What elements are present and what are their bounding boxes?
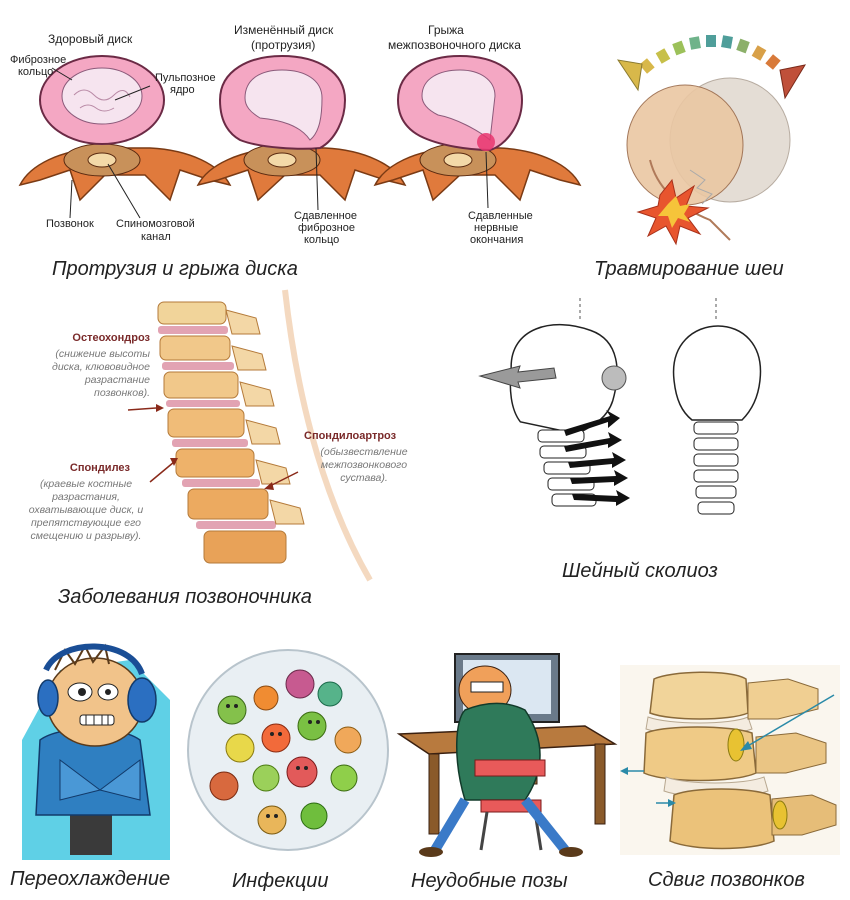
- hernia-disc: [373, 54, 582, 202]
- osteochondrosis-title: Остеохондроз: [72, 332, 150, 344]
- vertebra-shift-illustration: [620, 665, 840, 855]
- nucleus-label-1: Пульпозное: [155, 72, 216, 84]
- caption-infections: Инфекции: [232, 870, 329, 892]
- scoliosis-illustration: [478, 298, 762, 515]
- spine-illustration: [127, 289, 430, 582]
- canal-label-1: Спиномозговой: [116, 218, 195, 230]
- nerves-label-1: Сдавленные: [468, 210, 533, 222]
- pressed-ring-label-2: фиброзное: [298, 222, 355, 234]
- caption-disc: Протрузия и грыжа диска: [52, 258, 298, 280]
- fibrous-ring-label-1: Фиброзное: [10, 54, 67, 66]
- caption-cold: Переохлаждение: [10, 868, 171, 890]
- fibrous-ring-label-2: кольцо: [18, 66, 54, 78]
- vertebra-label: Позвонок: [46, 218, 94, 230]
- scoliosis-panel: Шейный сколиоз: [460, 290, 850, 600]
- caption-scoliosis: Шейный сколиоз: [562, 560, 718, 582]
- spondyloarthrosis-note: (обызвествление межпозвонкового сустава)…: [320, 446, 408, 484]
- bad-posture-illustration: [396, 653, 618, 857]
- germs: [209, 669, 362, 835]
- nerves-label-2: нервные: [474, 222, 519, 234]
- healthy-disc-title: Здоровый диск: [48, 32, 133, 46]
- neck-panel: Травмирование шеи: [590, 20, 850, 285]
- posture-panel: Неудобные позы: [395, 650, 625, 900]
- hernia-title-2: межпозвоночного диска: [388, 38, 521, 52]
- protrusion-title-1: Изменённый диск: [234, 23, 334, 37]
- vertebra-stack: [157, 301, 287, 564]
- canal-label-2: канал: [141, 231, 171, 243]
- nerves-label-3: окончания: [470, 234, 524, 246]
- infections-panel: Инфекции: [180, 649, 400, 900]
- protrusion-title-2: (протрузия): [251, 38, 316, 52]
- healthy-disc: [18, 55, 232, 202]
- vertebra-shift-panel: Сдвиг позвонков: [620, 665, 850, 900]
- osteochondrosis-note: (снижение высоты диска, клювовидное разр…: [52, 348, 150, 399]
- whiplash-illustration: [616, 35, 807, 246]
- spondyloarthrosis-title: Спондилоартроз: [304, 430, 397, 442]
- cold-man-illustration: [22, 643, 170, 860]
- protrusion-disc: [196, 54, 407, 202]
- spondylosis-note: (краевые костные разрастания, охватывающ…: [28, 478, 144, 542]
- spondylosis-title: Спондилез: [69, 462, 130, 474]
- disc-panel: Здоровый диск Изменённый диск (протрузия…: [0, 0, 582, 290]
- spine-diseases-panel: Остеохондроз (снижение высоты диска, клю…: [0, 289, 430, 620]
- nucleus-label-2: ядро: [170, 84, 195, 96]
- pressed-ring-label-3: кольцо: [304, 234, 340, 246]
- caption-spine-diseases: Заболевания позвоночника: [58, 586, 312, 608]
- caption-posture: Неудобные позы: [411, 870, 568, 892]
- caption-neck: Травмирование шеи: [594, 258, 784, 280]
- caption-shift: Сдвиг позвонков: [648, 869, 805, 891]
- petri-dish-illustration: [187, 649, 389, 851]
- disc-illustration: [18, 54, 582, 219]
- hernia-title-1: Грыжа: [428, 23, 464, 37]
- pressed-ring-label-1: Сдавленное: [294, 210, 357, 222]
- cold-panel: Переохлаждение: [0, 630, 200, 900]
